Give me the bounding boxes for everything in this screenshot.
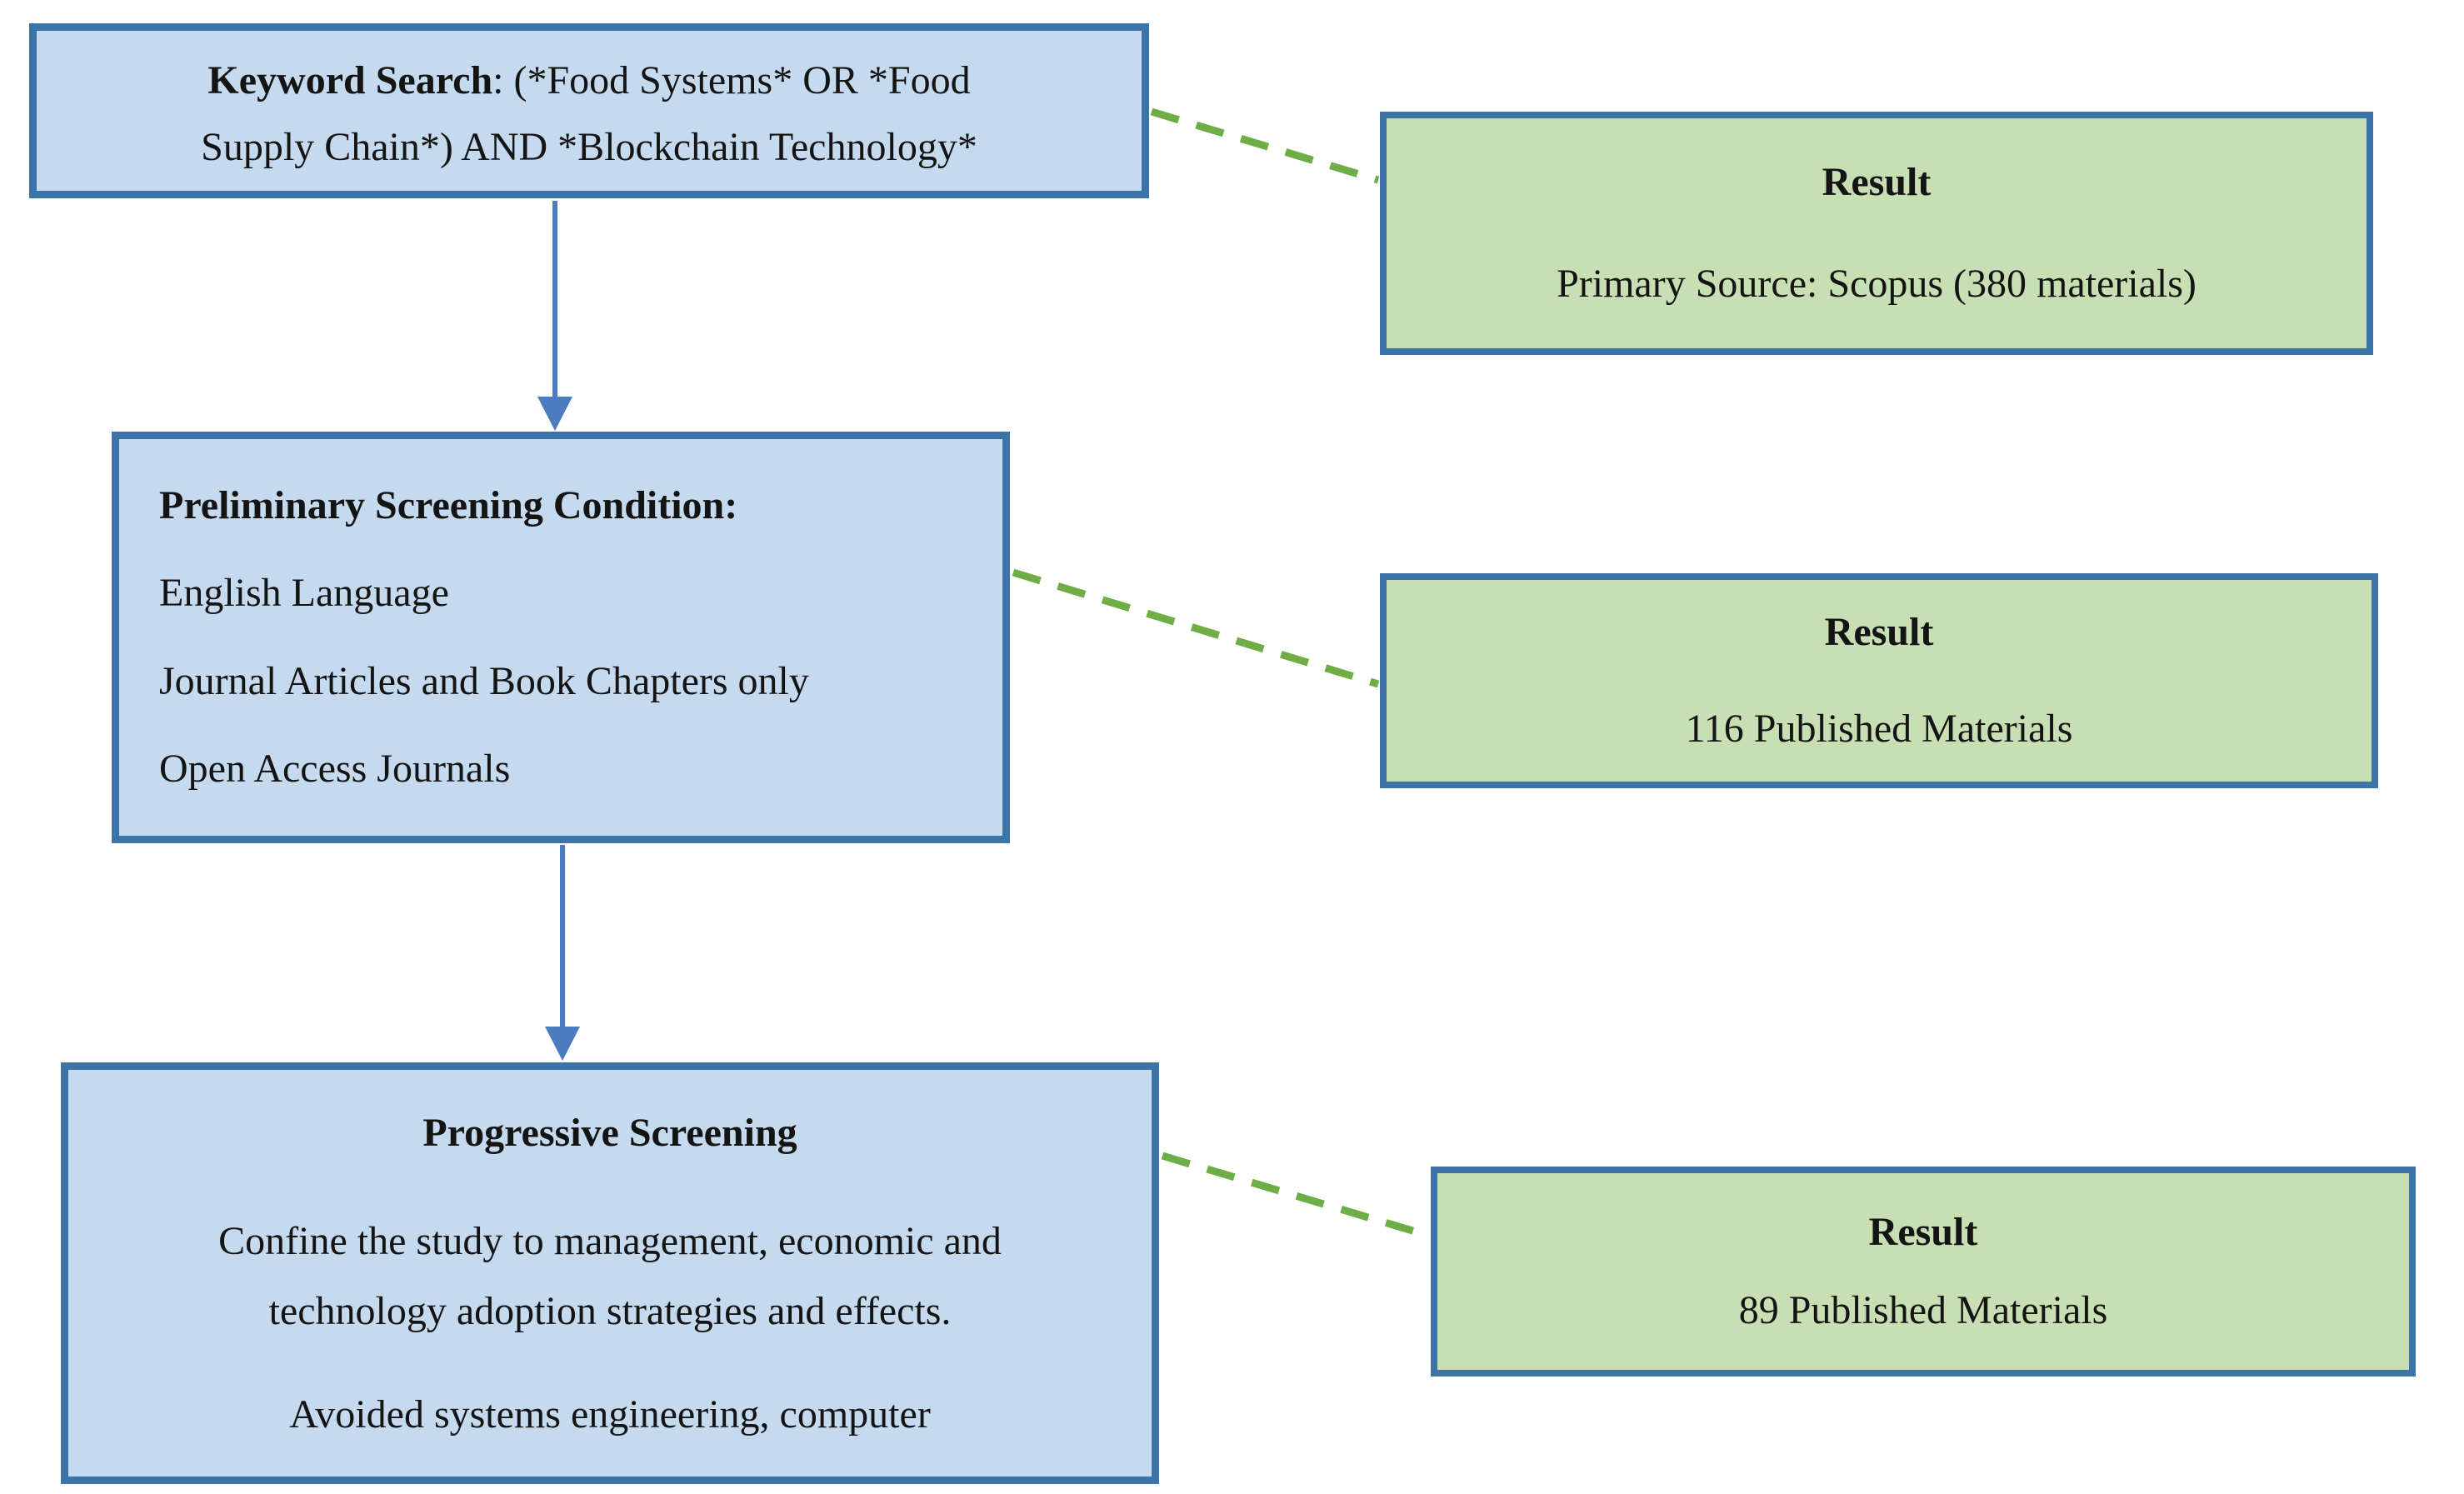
- progressive-screening-exclusion: Avoided systems engineering, computer: [289, 1392, 931, 1437]
- arrow-keyword-to-preliminary: [537, 201, 572, 431]
- keyword-search-line1: Keyword Search: (*Food Systems* OR *Food: [207, 56, 970, 106]
- result-detail-final: 89 Published Materials: [1738, 1288, 2108, 1332]
- result-heading: Result: [1822, 160, 1932, 204]
- step-keyword-search: Keyword Search: (*Food Systems* OR *Food…: [29, 23, 1149, 198]
- screening-condition-doc-types: Journal Articles and Book Chapters only: [159, 658, 809, 703]
- progressive-screening-scope-line2: technology adoption strategies and effec…: [268, 1289, 952, 1333]
- step-progressive-screening: Progressive Screening Confine the study …: [61, 1062, 1159, 1484]
- progressive-screening-title: Progressive Screening: [422, 1111, 797, 1155]
- keyword-search-title: Keyword Search: [207, 58, 493, 102]
- keyword-search-query-part1: : (*Food Systems* OR *Food: [492, 58, 971, 102]
- screening-condition-open-access: Open Access Journals: [159, 746, 511, 791]
- dashed-connector-preliminary-to-result: [1012, 568, 1380, 688]
- result-detail-scopus: Primary Source: Scopus (380 materials): [1557, 262, 2197, 306]
- result-box-scopus: Result Primary Source: Scopus (380 mater…: [1380, 112, 2373, 355]
- arrow-preliminary-to-progressive: [545, 845, 580, 1061]
- result-heading: Result: [1868, 1210, 1978, 1254]
- step-preliminary-screening: Preliminary Screening Condition: English…: [112, 432, 1010, 843]
- result-detail-preliminary: 116 Published Materials: [1685, 707, 2073, 751]
- keyword-search-query-part2: Supply Chain*) AND *Blockchain Technolog…: [201, 125, 977, 169]
- arrow-head-icon: [537, 397, 572, 431]
- result-heading: Result: [1824, 610, 1934, 654]
- result-box-final: Result 89 Published Materials: [1431, 1167, 2416, 1377]
- dashed-connector-keyword-to-result: [1150, 107, 1380, 184]
- screening-condition-language: English Language: [159, 571, 449, 616]
- arrow-head-icon: [545, 1027, 580, 1061]
- preliminary-screening-title: Preliminary Screening Condition:: [159, 483, 738, 527]
- result-box-preliminary: Result 116 Published Materials: [1380, 573, 2378, 788]
- dashed-connector-progressive-to-result: [1161, 1152, 1431, 1240]
- progressive-screening-scope-line1: Confine the study to management, economi…: [218, 1219, 1002, 1263]
